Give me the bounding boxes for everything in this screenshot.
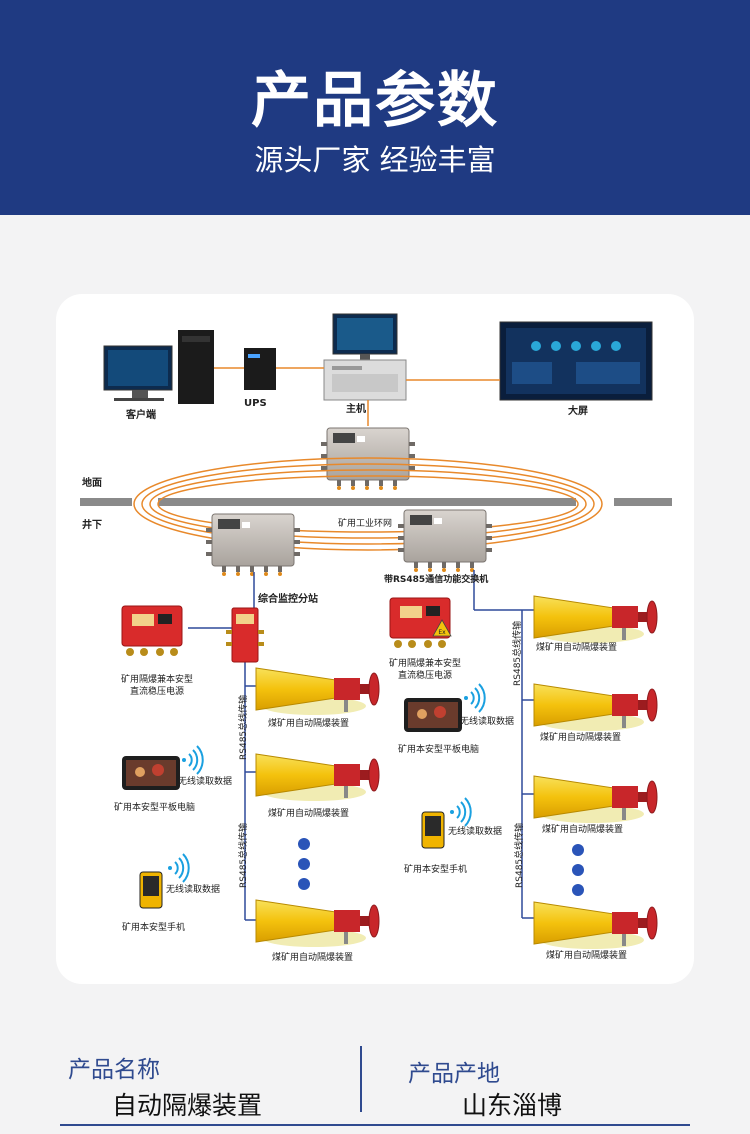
wireless-signal-icon xyxy=(463,683,486,713)
power-supply-left-icon xyxy=(121,605,183,657)
info-divider xyxy=(360,1046,362,1112)
ring-network-label: 矿用工业环网 xyxy=(338,519,393,529)
rs485-bus-label: RS485总线传输 xyxy=(515,822,525,888)
ex-mark-icon: Ex xyxy=(432,619,452,637)
wireless-label: 无线读取数据 xyxy=(460,717,515,727)
product-origin-label: 产品产地 xyxy=(408,1061,500,1087)
header-banner: 产品参数 源头厂家 经验丰富 xyxy=(0,0,750,215)
system-diagram: Ex xyxy=(80,313,672,950)
product-info: 产品名称 自动隔爆装置 产品产地 山东淄博 xyxy=(0,1040,750,1134)
product-name-value: 自动隔爆装置 xyxy=(112,1091,263,1120)
auto-explosion-barrier-device-icon xyxy=(255,753,380,802)
rs485-switch-label: 带RS485通信功能交换机 xyxy=(384,575,489,585)
auto-explosion-barrier-device-icon xyxy=(533,683,658,732)
tablet-right-icon xyxy=(404,698,462,732)
phone-label: 矿用本安型手机 xyxy=(122,923,186,933)
device-label: 煤矿用自动隔爆装置 xyxy=(268,809,350,819)
product-origin-value: 山东淄博 xyxy=(462,1091,563,1120)
auto-explosion-barrier-device-icon xyxy=(533,901,658,950)
tablet-left-icon xyxy=(122,756,180,790)
info-underline xyxy=(60,1124,690,1126)
power-supply-left-label: 矿用隔爆兼本安型 直流稳压电源 xyxy=(114,674,200,698)
client-label: 客户端 xyxy=(126,410,156,421)
ground-line-left xyxy=(80,498,132,506)
svg-text:Ex: Ex xyxy=(438,629,446,636)
device-label: 煤矿用自动隔爆装置 xyxy=(540,733,622,743)
rs485-bus-label: RS485总线传输 xyxy=(239,694,249,760)
power-supply-right-label: 矿用隔爆兼本安型 直流稳压电源 xyxy=(382,658,468,682)
monitor-substation-icon xyxy=(226,607,264,663)
auto-explosion-barrier-device-icon xyxy=(255,667,380,716)
monitor-substation-label: 综合监控分站 xyxy=(258,594,318,605)
device-label: 煤矿用自动隔爆装置 xyxy=(268,719,350,729)
phone-label: 矿用本安型手机 xyxy=(404,865,468,875)
phone-left-icon xyxy=(139,871,163,909)
connection-lines xyxy=(188,570,534,921)
device-label: 煤矿用自动隔爆装置 xyxy=(546,951,628,961)
auto-explosion-barrier-device-icon xyxy=(533,595,658,644)
top-links xyxy=(214,367,500,426)
device-label: 煤矿用自动隔爆装置 xyxy=(272,953,354,963)
ups-icon xyxy=(244,348,276,390)
power-supply-line1: 矿用隔爆兼本安型 xyxy=(388,659,461,669)
ground-label: 地面 xyxy=(82,478,102,489)
wireless-signal-icon xyxy=(167,853,190,883)
tablet-label: 矿用本安型平板电脑 xyxy=(114,803,196,813)
rs485-bus-label: RS485总线传输 xyxy=(513,620,523,686)
page-subtitle: 源头厂家 经验丰富 xyxy=(254,143,496,177)
host-server-icon xyxy=(323,313,407,401)
wireless-label: 无线读取数据 xyxy=(166,885,221,895)
ground-line-right xyxy=(614,498,672,506)
ring-network xyxy=(133,457,603,551)
power-supply-line2: 直流稳压电源 xyxy=(129,687,184,697)
power-supply-line1: 矿用隔爆兼本安型 xyxy=(120,675,193,685)
ups-label: UPS xyxy=(244,398,267,409)
big-screen-label: 大屏 xyxy=(568,406,588,417)
big-screen-icon xyxy=(499,321,653,401)
wireless-label: 无线读取数据 xyxy=(178,777,233,787)
tablet-label: 矿用本安型平板电脑 xyxy=(398,745,480,755)
device-label: 煤矿用自动隔爆装置 xyxy=(542,825,624,835)
wireless-signal-icon xyxy=(449,797,472,827)
device-label: 煤矿用自动隔爆装置 xyxy=(536,643,618,653)
rs485-bus-label: RS485总线传输 xyxy=(239,822,249,888)
wireless-signal-icon xyxy=(181,745,204,775)
underground-label: 井下 xyxy=(82,520,102,531)
phone-right-icon xyxy=(421,811,445,849)
rs485-switch-icon xyxy=(397,509,493,573)
host-label: 主机 xyxy=(346,404,366,415)
wireless-label: 无线读取数据 xyxy=(448,827,503,837)
ground-line xyxy=(158,498,576,506)
product-name-label: 产品名称 xyxy=(68,1057,160,1083)
switch-left-icon xyxy=(205,513,301,577)
auto-explosion-barrier-device-icon xyxy=(255,899,380,948)
power-supply-line2: 直流稳压电源 xyxy=(397,671,452,681)
auto-explosion-barrier-device-icon xyxy=(533,775,658,824)
client-monitor-icon xyxy=(103,330,214,404)
system-diagram-card: Ex 客户端 UPS 主机 大屏 地面 井下 矿用工业环网 综合监控分站 带RS… xyxy=(56,294,694,984)
more-devices-dots xyxy=(298,838,584,896)
page-title: 产品参数 xyxy=(251,66,499,136)
